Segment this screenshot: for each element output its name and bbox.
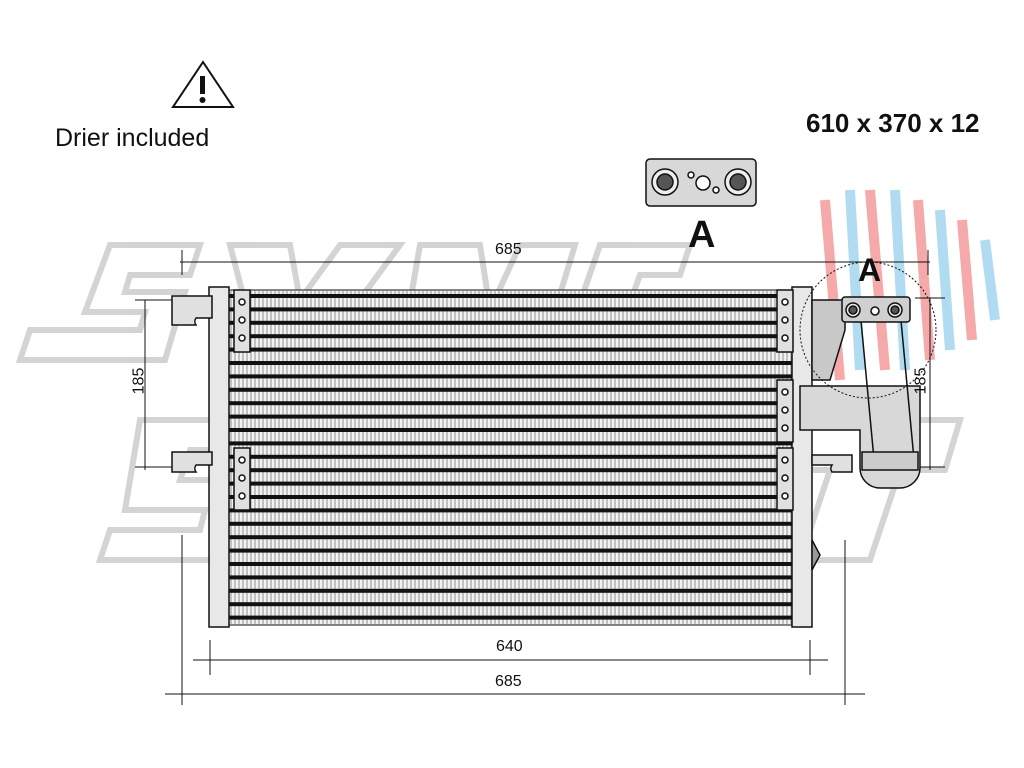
connection-callout-label: A	[688, 214, 716, 256]
core-tube	[229, 468, 792, 473]
right-brackets	[776, 289, 853, 511]
core-tube	[229, 575, 792, 580]
core-tube	[229, 334, 792, 339]
core-tube	[229, 387, 792, 392]
connection-block-a	[645, 158, 757, 207]
core-tube	[229, 548, 792, 553]
core-tube	[229, 535, 792, 540]
core-tube	[229, 374, 792, 379]
core-tube	[229, 307, 792, 312]
core-tube	[229, 454, 792, 459]
bottom-width-dimension: 685	[495, 673, 522, 690]
core-width-dimension: 640	[496, 638, 523, 655]
core-tube	[229, 615, 792, 620]
core-tube	[229, 401, 792, 406]
dimension-lines	[135, 250, 945, 705]
condenser-core	[228, 289, 793, 626]
left-height-dimension: 185	[130, 367, 148, 395]
core-tube	[229, 428, 792, 432]
core-tube	[229, 588, 792, 593]
core-tube	[229, 495, 792, 499]
receiver-drier	[799, 296, 921, 571]
core-tube	[229, 320, 792, 325]
core-tube	[229, 602, 792, 607]
core-tube	[229, 414, 792, 419]
core-tube	[229, 294, 792, 298]
core-tube	[229, 521, 792, 526]
warning-triangle-icon	[171, 60, 235, 108]
core-tube	[229, 481, 792, 486]
right-height-dimension: 185	[912, 367, 930, 395]
core-tube	[229, 508, 792, 513]
core-tube	[229, 441, 792, 446]
top-width-dimension: 685	[495, 241, 522, 258]
core-tube	[229, 361, 792, 365]
size-label: 610 x 370 x 12	[806, 108, 980, 138]
core-tube	[229, 347, 792, 352]
detail-circle	[799, 261, 937, 399]
header-tanks	[208, 286, 813, 628]
core-tube	[229, 562, 792, 566]
detail-callout-label: A	[858, 252, 882, 288]
drier-included-label: Drier included	[55, 124, 210, 152]
left-brackets	[171, 289, 251, 511]
